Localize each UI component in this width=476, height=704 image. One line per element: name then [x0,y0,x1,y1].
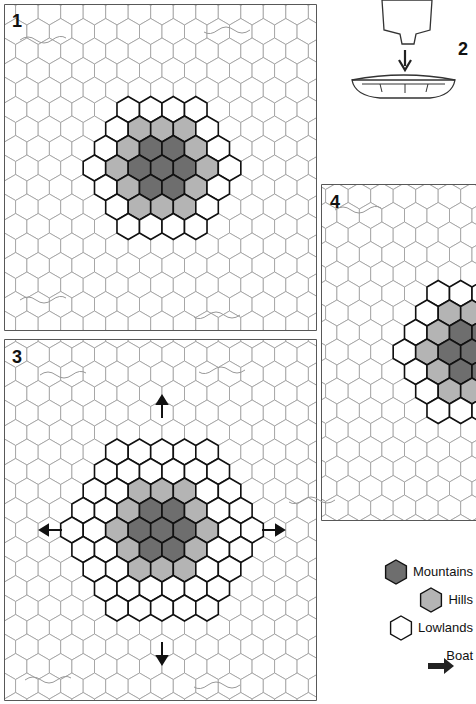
sea-hex [140,693,163,701]
terrain-hex [151,595,174,621]
terrain-hex [140,214,163,240]
wave-mark [20,36,66,43]
legend-label: Mountains [413,565,473,578]
wave-mark [335,206,381,213]
sea-hex [382,515,405,521]
sea-hex [162,693,185,701]
sea-hex [151,311,174,330]
direction-arrow [40,525,62,535]
sea-hex [286,311,309,330]
sea-hex [106,311,129,330]
sea-hex [95,693,118,701]
panel-number: 1 [12,12,22,30]
sea-hex [230,693,253,701]
legend-hex [421,588,442,612]
sea-hex [241,311,263,330]
sea-hex [5,693,27,701]
sea-hex [196,311,219,330]
direction-arrow [157,396,167,418]
terrain-hex [185,214,208,240]
legend-label: Boat [446,649,473,662]
sea-hex [117,693,140,701]
legend-swatch [382,558,410,586]
wave-mark [40,371,86,378]
sea-hex [308,311,316,330]
sea-hex [49,693,72,701]
sea-hex [83,311,106,330]
wave-mark [20,296,66,303]
panel-number: 2 [458,40,468,58]
sea-hex [450,515,473,521]
sea-hex [185,693,208,701]
sea-hex [207,693,230,701]
sea-hex [472,515,476,521]
terrain-hex [472,398,476,424]
sea-hex [38,311,61,330]
panel-frame [5,5,316,330]
terrain-hex [196,595,219,621]
terrain-hex [450,398,473,424]
terrain-hex [128,595,151,621]
panel-number: 4 [330,193,340,211]
sea-hex [5,311,16,330]
boat-card-illustration [352,0,455,98]
direction-arrow [157,642,167,664]
terrain-hex [117,214,140,240]
legend-label: Lowlands [418,621,473,634]
terrain-hex [427,398,450,424]
panel-frame [5,340,316,700]
sea-hex [275,693,298,701]
legend-hex [391,616,412,640]
sea-hex [173,311,196,330]
sea-hex [427,515,450,521]
sea-hex [72,693,95,701]
legend-label: Hills [448,593,473,606]
sea-hex [337,515,360,521]
wave-mark [204,27,250,34]
sea-hex [61,311,83,330]
sea-hex [128,311,151,330]
terrain-hex [106,595,129,621]
wave-mark [194,682,240,689]
legend-swatch [387,614,415,642]
sea-hex [263,311,286,330]
wave-mark [25,676,71,683]
terrain-hex [173,595,196,621]
sea-hex [297,693,316,701]
sea-hex [16,311,39,330]
wave-mark [289,497,335,504]
terrain-hex [162,214,185,240]
direction-arrow [262,525,284,535]
sea-hex [252,693,275,701]
wave-mark [199,367,245,374]
sea-hex [27,693,50,701]
panel-number: 3 [12,348,22,366]
wave-mark [194,312,240,319]
legend-swatch [417,586,445,614]
sea-hex [322,515,337,521]
legend-hex [386,560,407,584]
sea-hex [405,515,428,521]
panel-frame [322,185,476,520]
sea-hex [359,515,382,521]
